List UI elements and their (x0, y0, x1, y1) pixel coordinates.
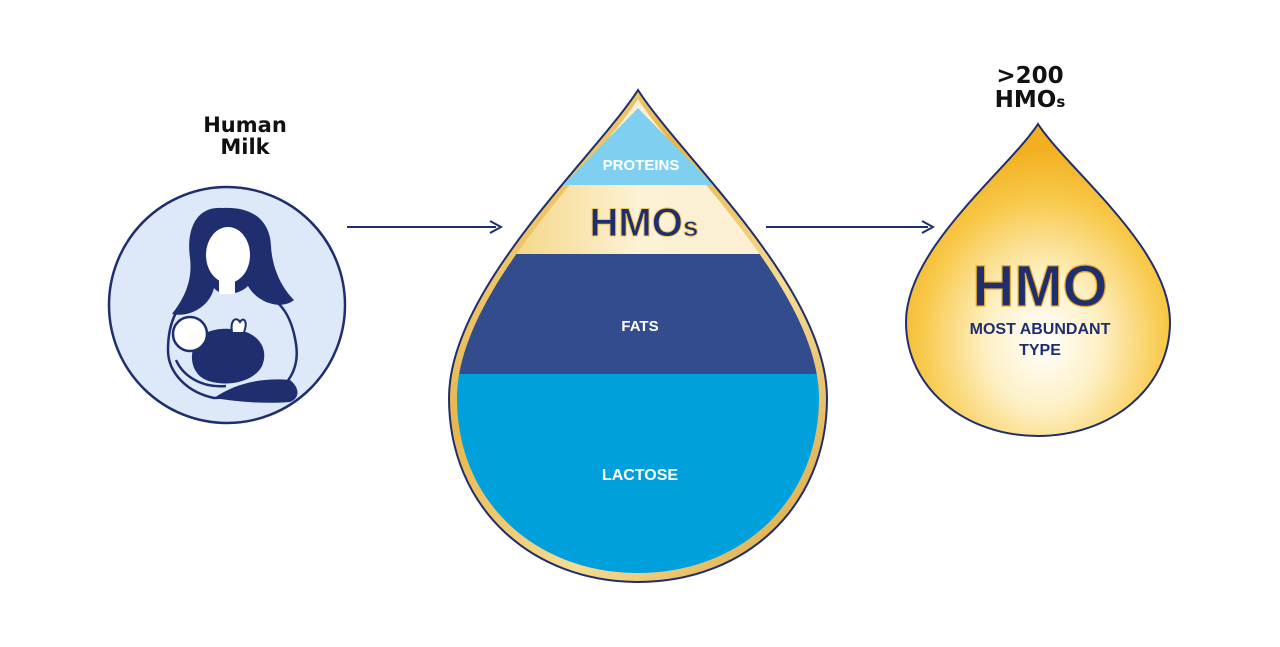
lactose-label: LACTOSE (602, 467, 678, 484)
human-milk-label-line1: Human (203, 113, 287, 137)
human-milk-label: Human Milk (180, 114, 310, 158)
hmo-count-line1: >200 (996, 63, 1064, 89)
hmo-title: HMO (972, 254, 1107, 319)
human-milk-circle (107, 185, 347, 425)
hmo-subtitle-line1: MOST ABUNDANT (970, 321, 1111, 338)
arrow-composition-to-hmo (766, 220, 936, 234)
hmos-label: HMOs (590, 201, 699, 245)
fats-label: FATS (621, 318, 658, 335)
arrow-milk-to-composition (347, 220, 504, 234)
proteins-layer (563, 108, 713, 185)
composition-droplet: PROTEINS HMOs FATS LACTOSE (447, 88, 829, 584)
hmo-droplet: HMO MOST ABUNDANT TYPE (904, 122, 1172, 438)
fats-layer (457, 254, 819, 374)
hmo-count-label: >200 HMOs (960, 64, 1100, 112)
breastfeeding-mother-icon (166, 207, 298, 403)
lactose-layer (457, 374, 819, 573)
hmo-subtitle-line2: TYPE (1019, 342, 1061, 359)
proteins-label: PROTEINS (603, 157, 680, 174)
hmo-count-line2: HMOs (994, 87, 1066, 114)
human-milk-label-line2: Milk (220, 135, 270, 160)
